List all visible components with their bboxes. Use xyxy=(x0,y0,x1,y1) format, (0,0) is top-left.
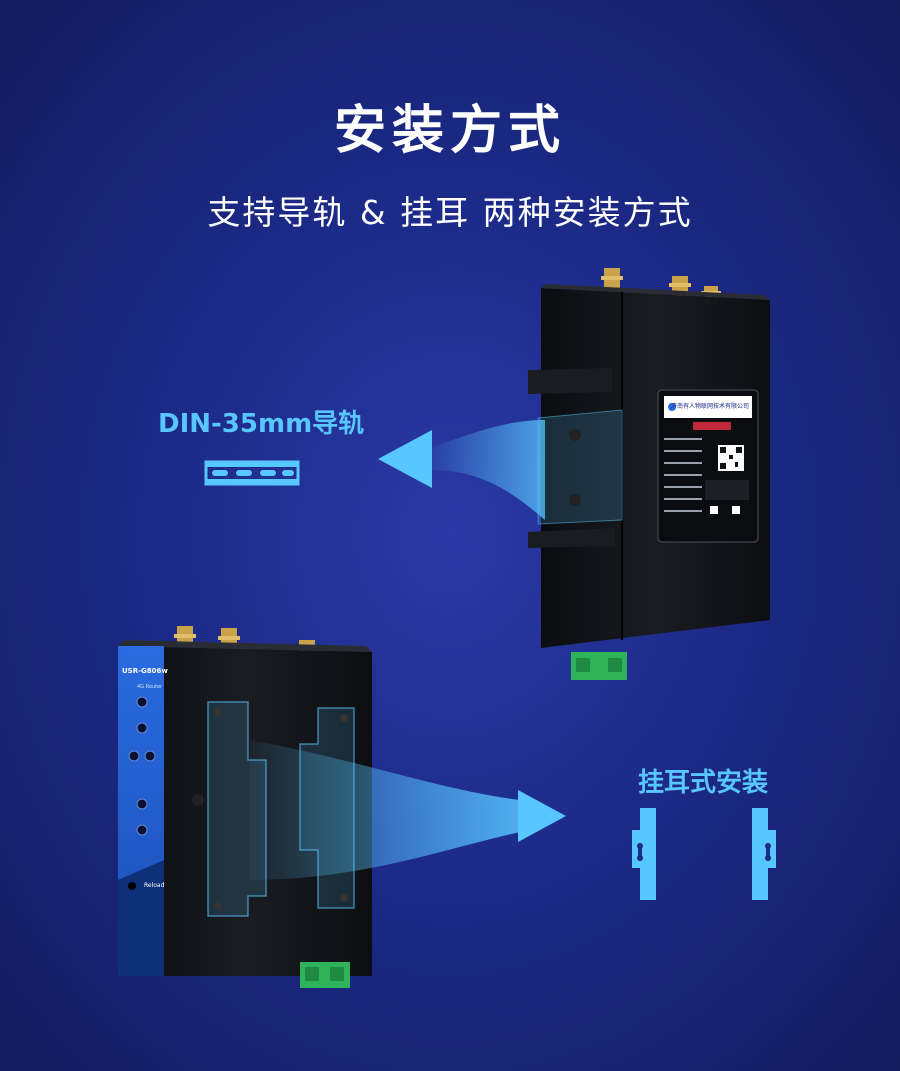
led-indicator xyxy=(136,722,148,734)
din-rail-label: DIN-35mm导轨 xyxy=(158,409,365,439)
product-label xyxy=(657,389,759,543)
din-rail-icon xyxy=(204,460,300,486)
ear-mount-label: 挂耳式安装 xyxy=(638,768,769,798)
page-subtitle: 支持导轨 & 挂耳 两种安装方式 xyxy=(207,193,693,232)
reload-button xyxy=(128,882,136,890)
device-subtitle: 4G Router xyxy=(137,684,163,690)
led-indicator xyxy=(136,696,148,708)
led-indicator xyxy=(144,750,156,762)
ear-bracket-icon xyxy=(632,808,656,900)
ear-bracket-icon xyxy=(752,808,776,900)
arrow-left-icon xyxy=(378,430,432,488)
arrow-right-icon xyxy=(518,790,566,842)
led-indicator xyxy=(136,824,148,836)
reload-label: Reload xyxy=(144,882,165,889)
page-title: 安装方式 xyxy=(333,101,566,161)
brand-label: 济南有人物联网技术有限公司 xyxy=(671,403,750,410)
antenna-connector xyxy=(601,268,623,290)
arrow-left-beam xyxy=(430,420,545,520)
led-indicator xyxy=(128,750,140,762)
din-rail-device xyxy=(528,268,770,680)
device-model: USR-G806w xyxy=(122,667,168,675)
led-indicator xyxy=(136,798,148,810)
antenna-connector xyxy=(174,626,196,646)
arrow-right-beam xyxy=(250,740,520,880)
